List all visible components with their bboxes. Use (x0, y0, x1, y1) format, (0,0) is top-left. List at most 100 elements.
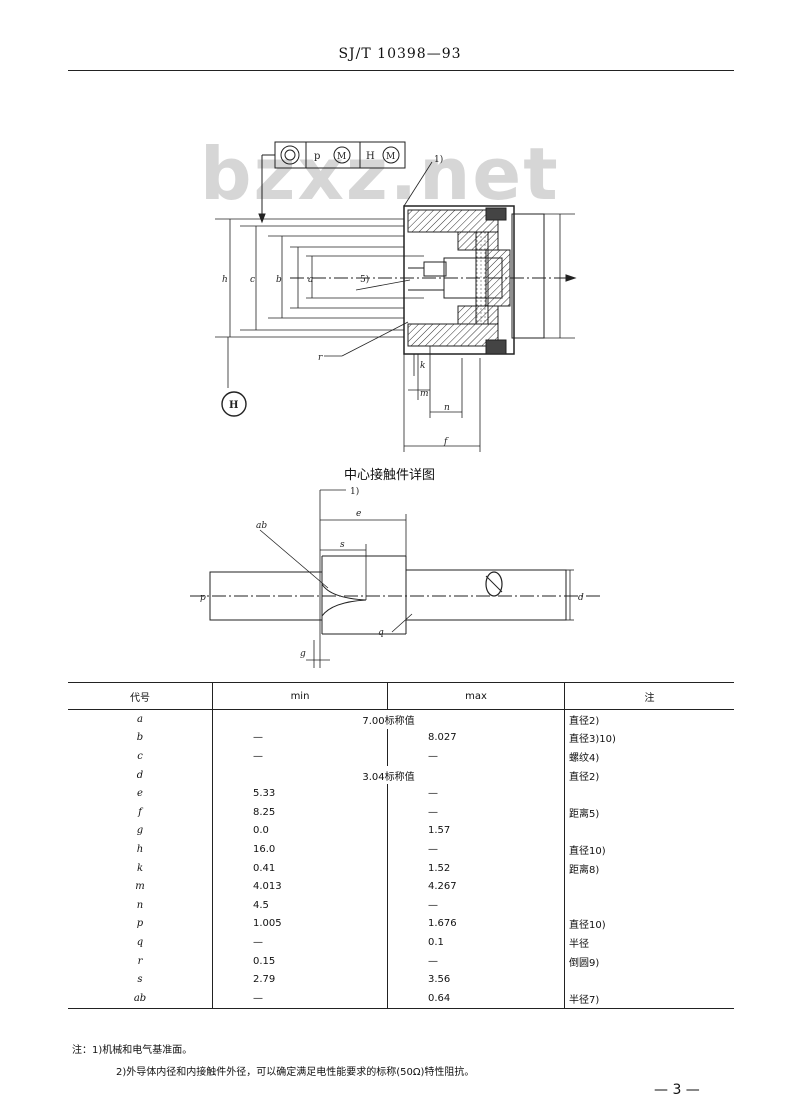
row-min: 5.33 (212, 784, 388, 803)
dim-ab: ab (256, 521, 267, 531)
row-code: n (68, 895, 213, 915)
row-code: d (68, 765, 213, 785)
dim-b: b (276, 275, 282, 285)
row-note (565, 970, 735, 989)
row-min: 0.41 (212, 858, 388, 878)
row-code: q (68, 933, 213, 952)
row-max: 0.64 (387, 988, 565, 1009)
header-note: 注 (564, 682, 734, 710)
center-contact-detail (190, 489, 600, 668)
dim-r: r (318, 353, 323, 363)
table-row: s 2.79 3.56 (68, 970, 734, 989)
connector-body (403, 205, 545, 355)
row-code: h (68, 840, 213, 859)
watermark: bzxz.net (200, 132, 560, 216)
table-row: b — 8.027 直径3)10) (68, 728, 734, 748)
dim-f: f (443, 437, 449, 447)
table-row: f 8.25 — 距离5) (68, 802, 734, 822)
table-row: k 0.41 1.52 距离8) (68, 858, 734, 878)
row-max: 4.267 (387, 877, 565, 896)
row-note: 直径2) (569, 715, 600, 727)
table-row: n 4.5 — (68, 895, 735, 915)
row-min: — (212, 988, 388, 1009)
row-note: 直径2) (569, 771, 600, 783)
row-note: 半径 (569, 938, 589, 950)
dim-c: c (250, 275, 255, 285)
fcf-tol-p: p (314, 151, 320, 162)
row-min: 4.013 (212, 877, 388, 896)
table-row: a 7.00标称值 直径2) (68, 709, 734, 729)
row-code: m (68, 877, 213, 896)
row-max: — (387, 895, 565, 915)
row-min: 4.5 (212, 895, 388, 915)
header-min: min (212, 682, 388, 710)
row-note: 距离5) (569, 808, 600, 820)
feature-control-frame: p M H M (258, 141, 406, 224)
detail-caption: 中心接触件详图 (344, 468, 436, 483)
header-max: max (387, 682, 565, 710)
detail-callout: 1) (350, 486, 359, 497)
row-note (565, 784, 735, 803)
row-code: g (68, 821, 213, 841)
row-min: 1.005 (212, 914, 388, 934)
fcf-modifier-1: M (337, 152, 346, 162)
row-min: 8.25 (212, 802, 388, 822)
datum-h-symbol: H (221, 391, 247, 417)
dim-g: g (300, 649, 306, 659)
row-note (565, 877, 735, 896)
row-note: 距离8) (569, 864, 600, 876)
row-min: 0.0 (212, 821, 388, 841)
row-code: a (68, 709, 213, 729)
dim-e: e (356, 509, 361, 519)
dim-n: n (444, 403, 450, 413)
row-max: 1.52 (387, 858, 565, 878)
row-span: 3.04标称值 (212, 765, 565, 785)
row-min: 0.15 (212, 951, 388, 971)
row-code: ab (68, 988, 213, 1009)
header-code: 代号 (68, 682, 213, 710)
table-row: q — 0.1 半径 (68, 933, 734, 952)
callout-5: 5) (360, 274, 369, 285)
dim-h: h (222, 275, 228, 285)
row-code: p (68, 914, 213, 934)
table-row: p 1.005 1.676 直径10) (68, 914, 734, 934)
row-note: 倒圆9) (569, 957, 600, 969)
datum-h-label: H (229, 400, 238, 411)
standard-code: SJ/T 10398—93 (338, 46, 462, 62)
row-code: k (68, 858, 213, 878)
dim-q: q (378, 628, 384, 638)
table-header-row: 代号 min max 注 (68, 682, 734, 710)
callout-1: 1) (434, 154, 443, 165)
dim-s: s (340, 540, 345, 550)
row-span: 7.00标称值 (212, 709, 565, 729)
fcf-modifier-2: M (386, 152, 395, 162)
row-max: — (387, 802, 565, 822)
row-max: — (387, 840, 565, 859)
dim-k: k (420, 361, 425, 371)
row-max: 8.027 (387, 728, 565, 748)
dim-p: p (200, 593, 206, 603)
table-row: e 5.33 — (68, 784, 734, 803)
table-row: d 3.04标称值 直径2) (68, 765, 734, 785)
row-note: 直径10) (569, 845, 606, 857)
table-row: h 16.0 — 直径10) (68, 840, 734, 859)
table-row: ab — 0.64 半径7) (68, 988, 734, 1009)
row-code: c (68, 747, 213, 766)
row-code: e (68, 784, 213, 803)
table-row: m 4.013 4.267 (68, 877, 734, 896)
footnote-2: 2)外导体内径和内接触件外径，可以确定满足电性能要求的标称(50Ω)特性阻抗。 (116, 1067, 475, 1078)
table-row: c — — 螺纹4) (68, 747, 734, 766)
row-note: 螺纹4) (569, 752, 600, 764)
row-max: 3.56 (387, 970, 565, 989)
page-number: — 3 — (654, 1082, 700, 1098)
row-max: 0.1 (387, 933, 565, 952)
footnote-1: 注：1)机械和电气基准面。 (72, 1045, 193, 1056)
row-note (565, 896, 735, 915)
row-min: 2.79 (212, 970, 388, 989)
row-max: — (387, 747, 565, 766)
row-code: b (68, 728, 213, 748)
row-code: r (68, 951, 213, 971)
row-min: 16.0 (212, 840, 388, 859)
row-min: — (212, 933, 388, 952)
row-code: s (68, 970, 213, 989)
